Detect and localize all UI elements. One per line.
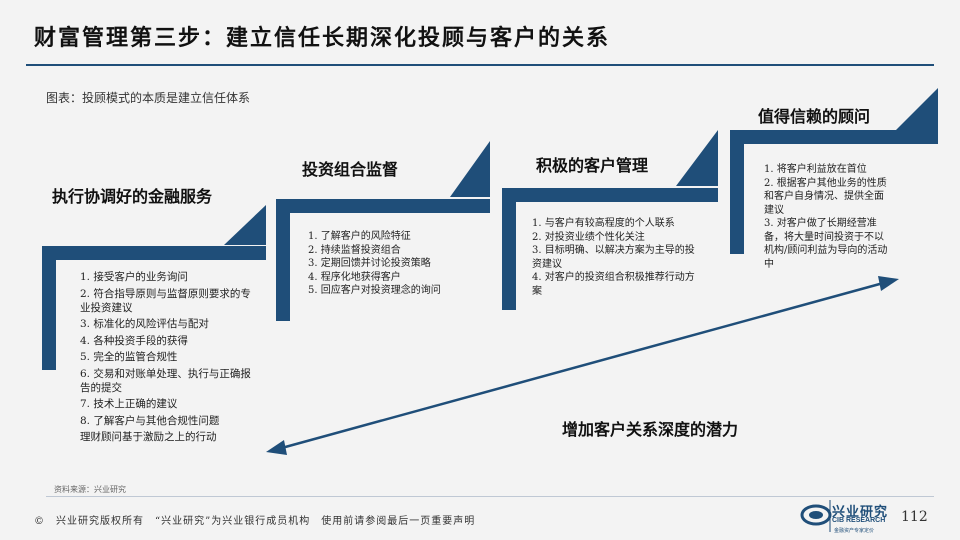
arrow-label: 增加客户关系深度的潜力 [562, 420, 739, 439]
step-1-title: 执行协调好的金融服务 [52, 187, 213, 206]
step-2-title: 投资组合监督 [302, 160, 399, 179]
step-2-stair-top [276, 199, 490, 213]
step-4-stair-side [730, 130, 744, 254]
step-3-stair-side [502, 188, 516, 310]
list-item: 8. 了解客户与其他合规性问题 [80, 414, 220, 427]
page-number: 112 [901, 509, 928, 525]
list-item: 2. 符合指导原则与监督原则要求的专业投资建议 [80, 287, 251, 314]
title-divider [26, 64, 934, 66]
list-item: 6. 交易和对账单处理、执行与正确报告的提交 [80, 367, 251, 394]
list-item: 5. 回应客户对投资理念的询问 [308, 285, 441, 296]
step-3-title: 积极的客户管理 [536, 156, 649, 175]
list-item: 4. 对客户的投资组合积极推荐行动方案 [532, 272, 695, 297]
list-item: 3. 标准化的风险评估与配对 [80, 318, 209, 330]
list-item: 2. 持续监督投资组合 [308, 244, 401, 256]
chart-caption: 图表：投顾模式的本质是建立信任体系 [46, 91, 251, 105]
step-1-stair-top [42, 246, 266, 260]
logo-name-cn: 兴业研究 [832, 505, 889, 520]
step-2-stair-side [276, 199, 290, 321]
list-item: 2. 根据客户其他业务的性质和客户自身情况、提供全面建议 [764, 177, 887, 216]
step-4-list: 1. 将客户利益放在首位 2. 根据客户其他业务的性质和客户自身情况、提供全面建… [764, 163, 892, 271]
list-item: 7. 技术上正确的建议 [80, 398, 178, 410]
footer-divider [46, 496, 934, 497]
list-item: 3. 目标明确、以解决方案为主导的投资建议 [532, 245, 695, 270]
copyright-footer: © 兴业研究版权所有 “兴业研究”为兴业银行成员机构 使用前请参阅最后一页重要声… [34, 516, 476, 527]
step-1-stair-side [42, 246, 56, 370]
step-2-list: 1. 了解客户的风险特征 2. 持续监督投资组合 3. 定期回馈并讨论投资策略 … [308, 230, 478, 298]
logo-tagline: 金融资产专家定价 [834, 528, 875, 534]
list-item: 1. 了解客户的风险特征 [308, 231, 411, 242]
step-1-list: 1. 接受客户的业务询问 2. 符合指导原则与监督原则要求的专业投资建议 3. … [80, 270, 252, 447]
step-4-title: 值得信赖的顾问 [758, 107, 871, 126]
list-item: 4. 各种投资手段的获得 [80, 334, 188, 347]
list-item: 1. 接受客户的业务询问 [80, 271, 188, 283]
step-2-corner-flag [450, 141, 490, 197]
step-3-stair-top [502, 188, 718, 202]
list-item: 5. 完全的监管合规性 [80, 351, 178, 363]
list-item: 3. 定期回馈并讨论投资策略 [308, 258, 431, 269]
page-title: 财富管理第三步：建立信任长期深化投顾与客户的关系 [34, 25, 611, 51]
list-item: 2. 对投资业绩个性化关注 [532, 231, 645, 243]
step-3-corner-flag [676, 130, 718, 186]
step-3-list: 1. 与客户有较高程度的个人联系 2. 对投资业绩个性化关注 3. 目标明确、以… [532, 217, 704, 298]
list-item: 4. 程序化地获得客户 [308, 271, 401, 283]
list-item: 1. 与客户有较高程度的个人联系 [532, 218, 675, 229]
list-item: 理财顾问基于激励之上的行动 [80, 431, 217, 443]
source-note: 资料来源：兴业研究 [54, 485, 126, 494]
step-4-stair-top [730, 130, 938, 144]
list-item: 1. 将客户利益放在首位 [764, 164, 867, 175]
logo-name-en: CIB RESEARCH [832, 517, 886, 524]
list-item: 3. 对客户做了长期经营准备，将大量时间投资于不以机构/顾问利益为导向的活动中 [764, 218, 888, 270]
step-1-corner-flag [224, 205, 266, 245]
step-4-corner-flag [896, 88, 938, 130]
cib-research-logo [800, 500, 832, 532]
